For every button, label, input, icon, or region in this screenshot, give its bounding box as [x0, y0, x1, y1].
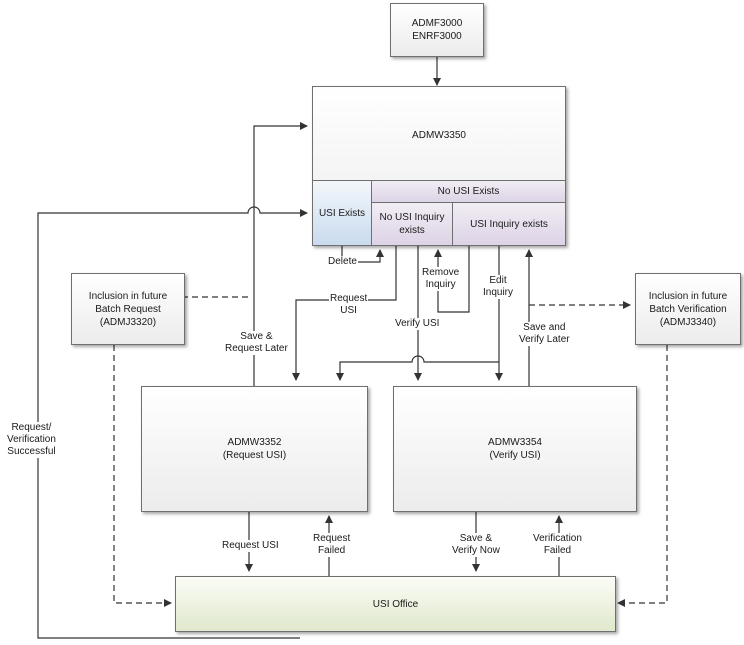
edge-label-request-usi-top: Request USI [329, 293, 369, 317]
edge-dashed-admj3340-to-usi-office [617, 345, 668, 607]
edge-label-save-verify-now: Save & Verify Now [451, 533, 501, 557]
node-usi-exists-label: USI Exists [318, 207, 366, 219]
node-no-usi-exists: No USI Exists [371, 180, 566, 203]
node-usi-inquiry-exists: USI Inquiry exists [452, 202, 566, 246]
edge-delete [341, 246, 384, 263]
node-admj3320-label: Inclusion in future Batch Request (ADMJ3… [88, 290, 168, 328]
edge-label-request-verification-successful: Request/ Verification Successful [6, 422, 57, 458]
edge-label-save-request-later: Save & Request Later [224, 331, 289, 355]
node-usi-office-label: USI Office [372, 598, 419, 610]
node-admf3000-label: ADMF3000 ENRF3000 [411, 18, 463, 42]
edge-label-verification-failed: Verification Failed [532, 533, 583, 557]
node-admj3340-label: Inclusion in future Batch Verification (… [648, 290, 728, 328]
edge-label-request-usi-bottom: Request USI [221, 540, 280, 552]
node-admw3354: ADMW3354 (Verify USI) [393, 386, 637, 512]
node-no-usi-inquiry-exists: No USI Inquiry exists [371, 202, 453, 246]
node-usi-office: USI Office [175, 576, 616, 632]
edge-successful-to-usi-exists [37, 206, 308, 639]
node-admj3340: Inclusion in future Batch Verification (… [635, 273, 741, 345]
edge-label-edit-inquiry: Edit Inquiry [482, 275, 515, 299]
node-admw3352: ADMW3352 (Request USI) [141, 386, 368, 512]
edge-label-request-failed: Request Failed [312, 533, 352, 557]
node-no-usi-inquiry-exists-label: No USI Inquiry exists [379, 212, 445, 236]
node-usi-exists: USI Exists [312, 180, 372, 246]
node-admj3320: Inclusion in future Batch Request (ADMJ3… [71, 273, 185, 345]
node-usi-inquiry-exists-label: USI Inquiry exists [470, 218, 548, 230]
node-admf3000: ADMF3000 ENRF3000 [390, 3, 484, 57]
edge-save-request-later [253, 122, 308, 386]
node-no-usi-exists-label: No USI Exists [437, 186, 500, 197]
node-admw3354-label: ADMW3354 (Verify USI) [488, 437, 542, 461]
node-admw3350-label: ADMW3350 [412, 130, 466, 141]
edge-label-delete: Delete [327, 256, 358, 268]
edge-to-request-usi-crossing [336, 355, 499, 381]
edge-label-remove-inquiry: Remove Inquiry [421, 267, 461, 291]
node-admw3352-label: ADMW3352 (Request USI) [222, 437, 287, 461]
edge-label-save-verify-later: Save and Verify Later [518, 322, 571, 346]
edge-label-verify-usi: Verify USI [394, 318, 441, 330]
edge-dashed-admj3320-to-usi-office [113, 345, 172, 607]
